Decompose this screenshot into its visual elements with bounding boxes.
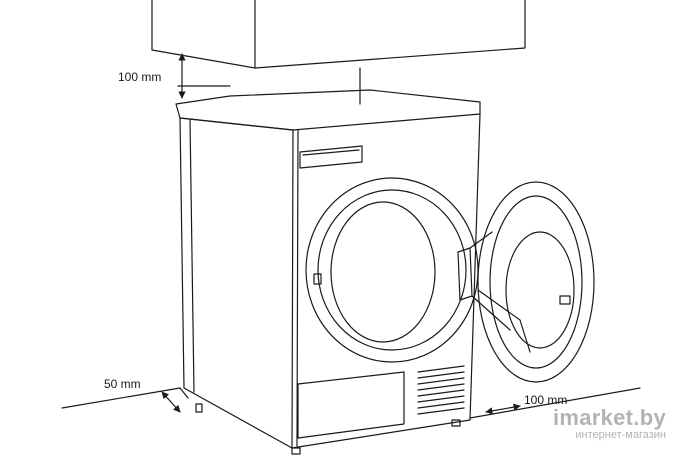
vent-grille <box>417 365 465 415</box>
dryer-feet <box>195 403 461 455</box>
watermark-tagline: интернет-магазин <box>575 429 666 441</box>
wall-floor-lines <box>61 67 641 419</box>
drum-opening <box>305 177 479 363</box>
filter-cover <box>297 371 405 439</box>
control-panel <box>299 145 363 169</box>
top-clearance-label: 100 mm <box>118 70 162 84</box>
watermark: imarket.by интернет-магазин <box>553 407 666 442</box>
front-clearance-label: 100 mm <box>524 393 568 407</box>
open-door <box>457 181 595 383</box>
overhead-cabinet <box>151 0 526 69</box>
watermark-brand: imarket.by <box>552 405 666 430</box>
side-clearance-label: 50 mm <box>104 377 141 391</box>
dimension-arrows <box>161 53 521 415</box>
dryer-body <box>175 89 481 449</box>
